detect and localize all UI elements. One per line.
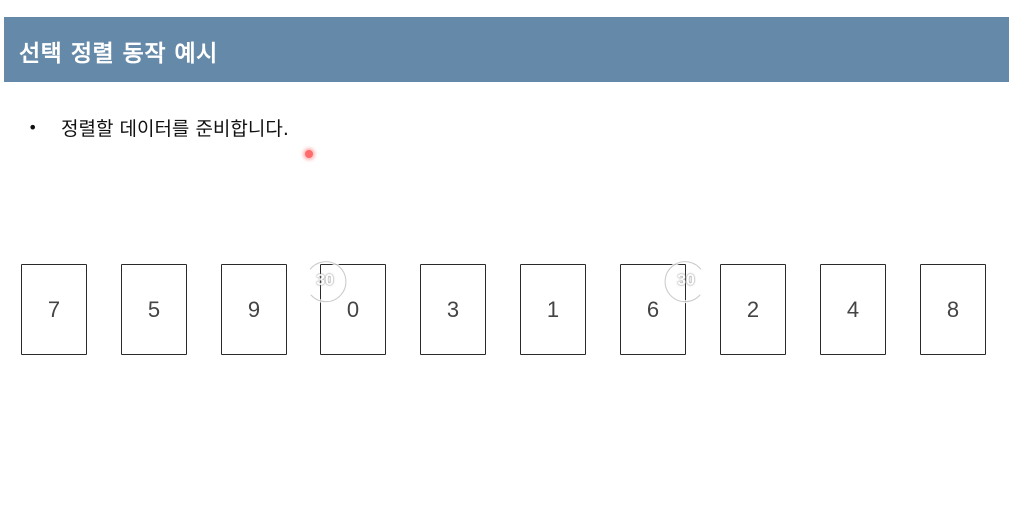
bullet-dot-icon: • [28,118,38,137]
laser-pointer-icon [305,150,313,158]
fast-forward-icon [663,260,712,304]
slide-title: 선택 정렬 동작 예시 [19,41,218,67]
forward-label: 30 [677,272,695,289]
data-card: 2 [720,264,786,355]
forward-30-button[interactable]: 30 [658,253,714,309]
data-card: 1 [520,264,586,355]
rewind-30-button[interactable]: 30 [297,253,353,309]
data-card: 0 [320,264,386,355]
data-card: 3 [420,264,486,355]
data-card: 8 [920,264,986,355]
data-card: 9 [221,264,287,355]
bullet-item: • 정렬할 데이터를 준비합니다. [28,114,289,141]
rewind-label: 30 [316,272,334,289]
data-card: 6 [620,264,686,355]
data-card: 4 [820,264,886,355]
data-card: 5 [121,264,187,355]
rewind-icon [299,260,348,304]
data-card: 7 [21,264,87,355]
title-bar: 선택 정렬 동작 예시 [4,17,1009,82]
bullet-text: 정렬할 데이터를 준비합니다. [61,118,289,140]
